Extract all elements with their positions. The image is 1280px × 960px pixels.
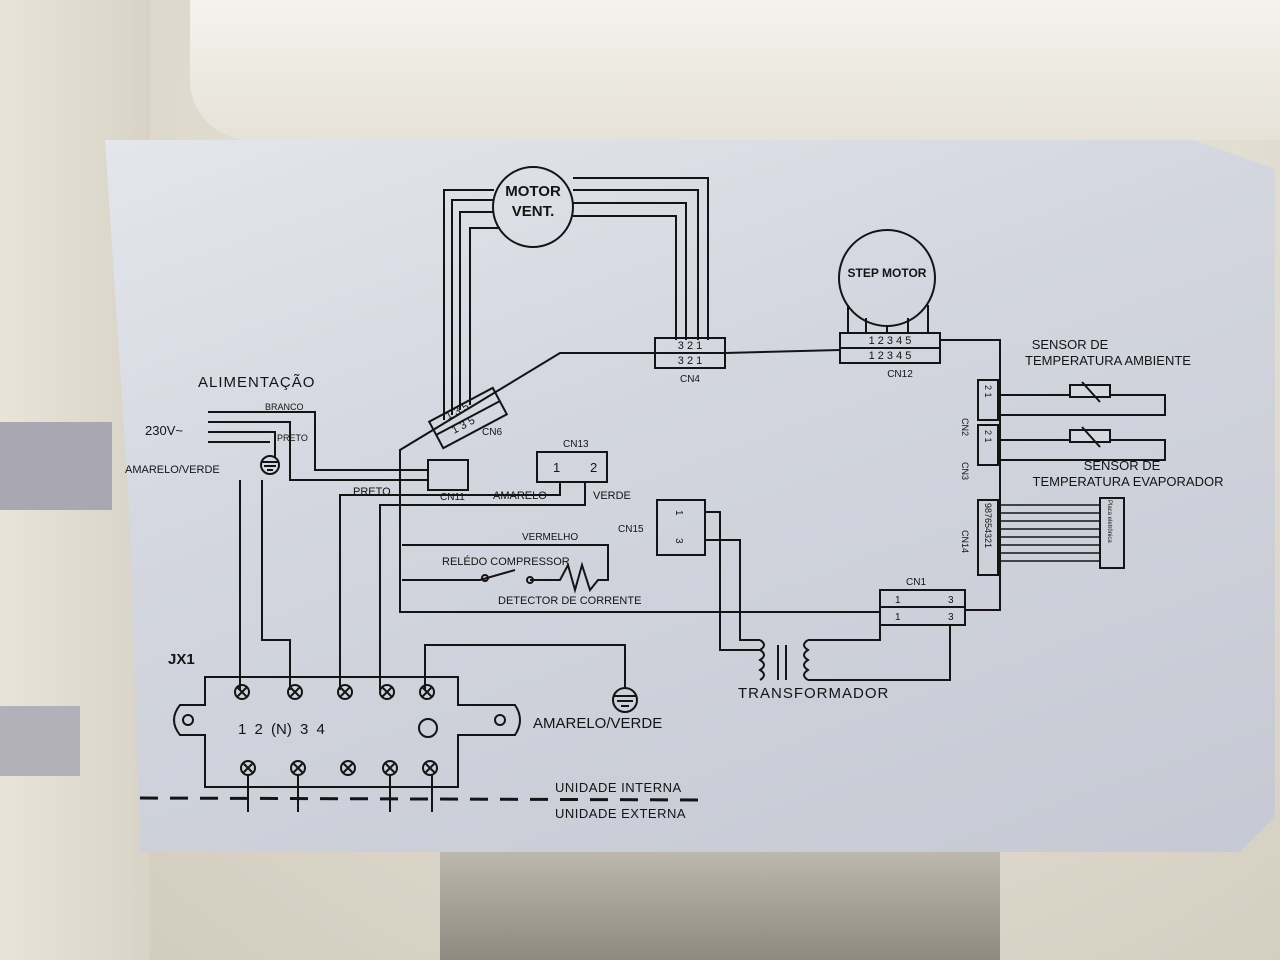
cn1-pin-1a: 1 [895,595,901,606]
cn2-label: CN2 [960,418,970,436]
ground-icon [612,687,638,713]
cn13-connector [536,451,608,483]
verde-label: VERDE [593,490,631,502]
housing-opening [440,850,1000,960]
branco-label: BRANCO [265,402,304,412]
sensor-ambient-label-2: TEMPERATURA AMBIENTE [1025,353,1191,368]
cn4-label: CN4 [680,374,700,385]
unidade-externa-label: UNIDADE EXTERNA [555,806,686,821]
cn11-label: CN11 [440,492,465,503]
rele-compressor-label: RELÉDO COMPRESSOR [442,555,570,568]
step-motor-label: STEP MOTOR [848,266,927,280]
display-board-label: Placa eletrônica [1106,500,1112,543]
cn12-pins-a: 1 2 3 4 5 [869,335,912,347]
cn15-label: CN15 [618,524,644,535]
cn15-pin-1: 1 [673,510,684,516]
cn1-pin-1b: 1 [895,612,901,623]
cn12-pins-b: 1 2 3 4 5 [869,350,912,362]
cn3-label: CN3 [960,462,970,480]
cn14-pins: 987654321 [983,503,993,548]
cn13-label: CN13 [563,439,589,450]
cn15-pin-3: 3 [673,538,684,544]
ground-icon [418,718,438,738]
cn2-connector [977,379,999,421]
motor-vent-label-1: MOTOR [505,183,561,200]
voltage-label: 230V~ [145,423,183,438]
transformador-label: TRANSFORMADOR [738,685,889,702]
jx1-terminal-block [173,676,521,788]
jx1-terminal-labels: 1 2 (N) 3 4 [238,721,325,738]
housing-top-panel [190,0,1280,140]
cn2-pins: 2 1 [983,385,993,398]
grey-component-lower [0,706,80,776]
amarelo-verde-right-label: AMARELO/VERDE [533,715,662,732]
ground-icon [260,455,280,475]
amarelo-verde-left-label: AMARELO/VERDE [125,464,220,476]
display-board [1099,497,1125,569]
preto-label: PRETO [353,486,391,498]
cn14-label: CN14 [960,530,970,553]
cn6-label: CN6 [482,427,502,438]
amarelo-label: AMARELO [493,490,547,502]
unit-separator-line [139,796,711,802]
fan-motor-icon [492,166,574,248]
sensor-evap-label-2: TEMPERATURA EVAPORADOR [1033,474,1224,489]
cn13-pin-2: 2 [590,460,597,475]
wiring-diagram-sticker [105,140,1275,852]
cn3-connector [977,424,999,466]
cn4-pins-a: 3 2 1 [678,340,702,352]
motor-vent-label-2: VENT. [512,203,555,220]
detector-corrente-label: DETECTOR DE CORRENTE [498,595,641,607]
terminal-screw-icon [240,760,438,776]
cn1-label: CN1 [906,577,926,588]
grey-component [0,422,112,510]
cn15-connector [656,499,706,556]
jx1-label: JX1 [168,651,195,668]
vermelho-label: VERMELHO [522,532,578,543]
sensor-ambient-label-1: SENSOR DE [1032,337,1109,352]
cn13-pin-1: 1 [553,460,560,475]
cn1-pin-3a: 3 [948,595,954,606]
unidade-interna-label: UNIDADE INTERNA [555,780,682,795]
terminal-screw-icon [234,684,435,700]
sensor-evap-label-1: SENSOR DE [1084,458,1161,473]
cn12-label: CN12 [887,369,913,380]
cn4-pins-b: 3 2 1 [678,355,702,367]
preto-small-label: PRETO [277,433,308,443]
cn1-pin-3b: 3 [948,612,954,623]
alimentacao-label: ALIMENTAÇÃO [198,374,315,391]
cn3-pins: 2 1 [983,430,993,443]
transformer-icon [758,639,810,681]
cn11-connector [427,459,469,491]
